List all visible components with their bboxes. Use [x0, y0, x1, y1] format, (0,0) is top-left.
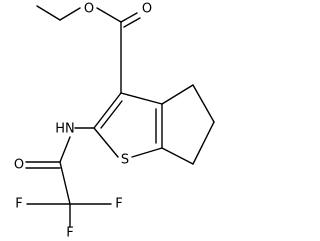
bond-c3a-c4: [161, 84, 194, 105]
fluorine-right-label: F: [115, 197, 122, 212]
bond-c6-c6a: [161, 147, 194, 165]
bond-s-c6a: [131, 147, 163, 158]
fluorine-left-label: F: [15, 197, 22, 212]
atom-labels: O O HN S O F F F: [14, 2, 152, 241]
bond-c3-c2-outer: [93, 92, 122, 129]
bond-nh-carbonyl-c: [59, 136, 71, 163]
amide-nitrogen-label: HN: [55, 122, 75, 137]
bond-c3-c2-inner: [100, 100, 123, 129]
bond-o-ester-carbon: [96, 7, 122, 23]
bond-ethyl-ch2-o: [59, 7, 81, 21]
bond-carbonyl-cf3: [59, 161, 71, 205]
molecule-structure: O O HN S O F F F: [14, 2, 215, 241]
fluorine-bottom-label: F: [66, 226, 73, 241]
bond-ester-carbonyl-a: [120, 12, 138, 23]
ester-carbonyl-oxygen-label: O: [142, 2, 152, 17]
bond-c3-c3a: [120, 92, 163, 105]
bond-c4-c5: [192, 84, 215, 123]
ester-ether-oxygen-label: O: [84, 2, 94, 17]
bond-ester-carbonyl-b: [123, 17, 141, 28]
bond-c2-s: [93, 127, 119, 158]
bond-ethyl-ch3: [36, 5, 61, 21]
ring-sulfur-label: S: [121, 153, 129, 168]
amide-carbonyl-oxygen-label: O: [14, 158, 24, 173]
bond-lines: [25, 5, 215, 228]
bond-c5-c6: [192, 121, 215, 165]
